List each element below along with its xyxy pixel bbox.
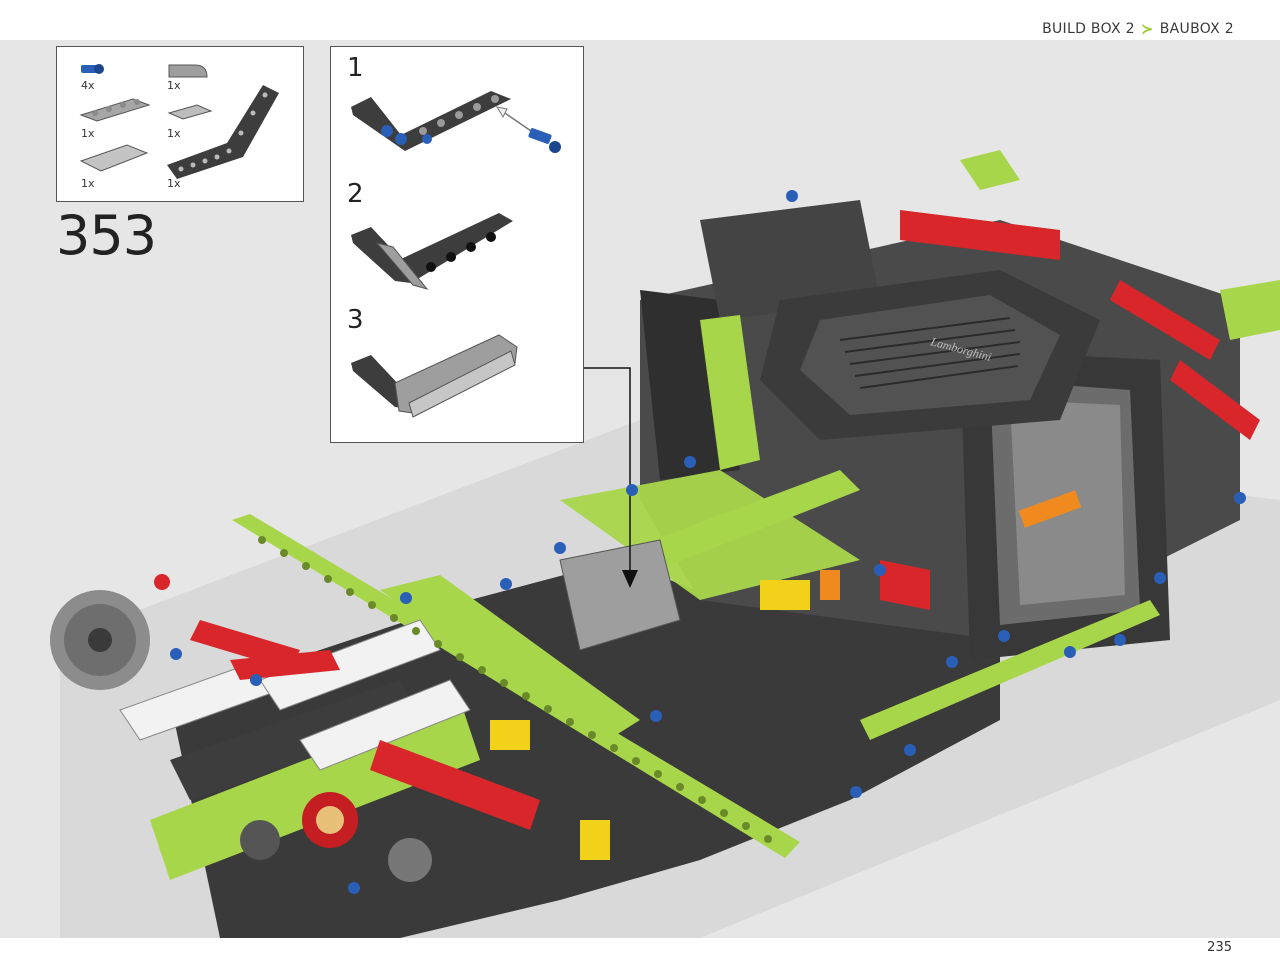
parts-illustration — [79, 64, 279, 179]
substep-illustrations — [351, 91, 561, 418]
chevron-right-icon: ≻ — [1140, 20, 1154, 38]
substep-2-assembly — [351, 213, 513, 290]
model-illustration-area: Lamborghini — [0, 40, 1280, 938]
breadcrumb-german: BAUBOX 2 — [1159, 21, 1234, 37]
blue-axle-pin-icon — [528, 128, 561, 153]
substep-3-assembly — [351, 334, 518, 418]
substep-number: 2 — [347, 179, 364, 209]
blue-axle-pin-icon — [81, 64, 104, 74]
part-quantity: 1x — [167, 127, 181, 140]
substep-callout: 1 2 3 — [330, 46, 584, 443]
page-number: 235 — [1207, 940, 1232, 955]
page-footer — [0, 938, 1280, 974]
part-quantity: 1x — [167, 79, 181, 92]
step-number: 353 — [56, 204, 157, 267]
part-quantity: 1x — [81, 127, 95, 140]
part-quantity: 4x — [81, 79, 95, 92]
breadcrumb: BUILD BOX 2 ≻ BAUBOX 2 — [1042, 20, 1234, 38]
part-quantity: 1x — [167, 177, 181, 190]
page-header: BUILD BOX 2 ≻ BAUBOX 2 — [0, 0, 1280, 40]
substep-number: 1 — [347, 53, 364, 83]
model-illustration: Lamborghini — [50, 150, 1280, 938]
part-quantity: 1x — [81, 177, 95, 190]
substep-1-assembly — [351, 91, 561, 153]
parts-list-callout: 4x 1x 1x 1x 1x 1x — [56, 46, 304, 202]
substep-number: 3 — [347, 305, 364, 335]
breadcrumb-english: BUILD BOX 2 — [1042, 21, 1135, 37]
